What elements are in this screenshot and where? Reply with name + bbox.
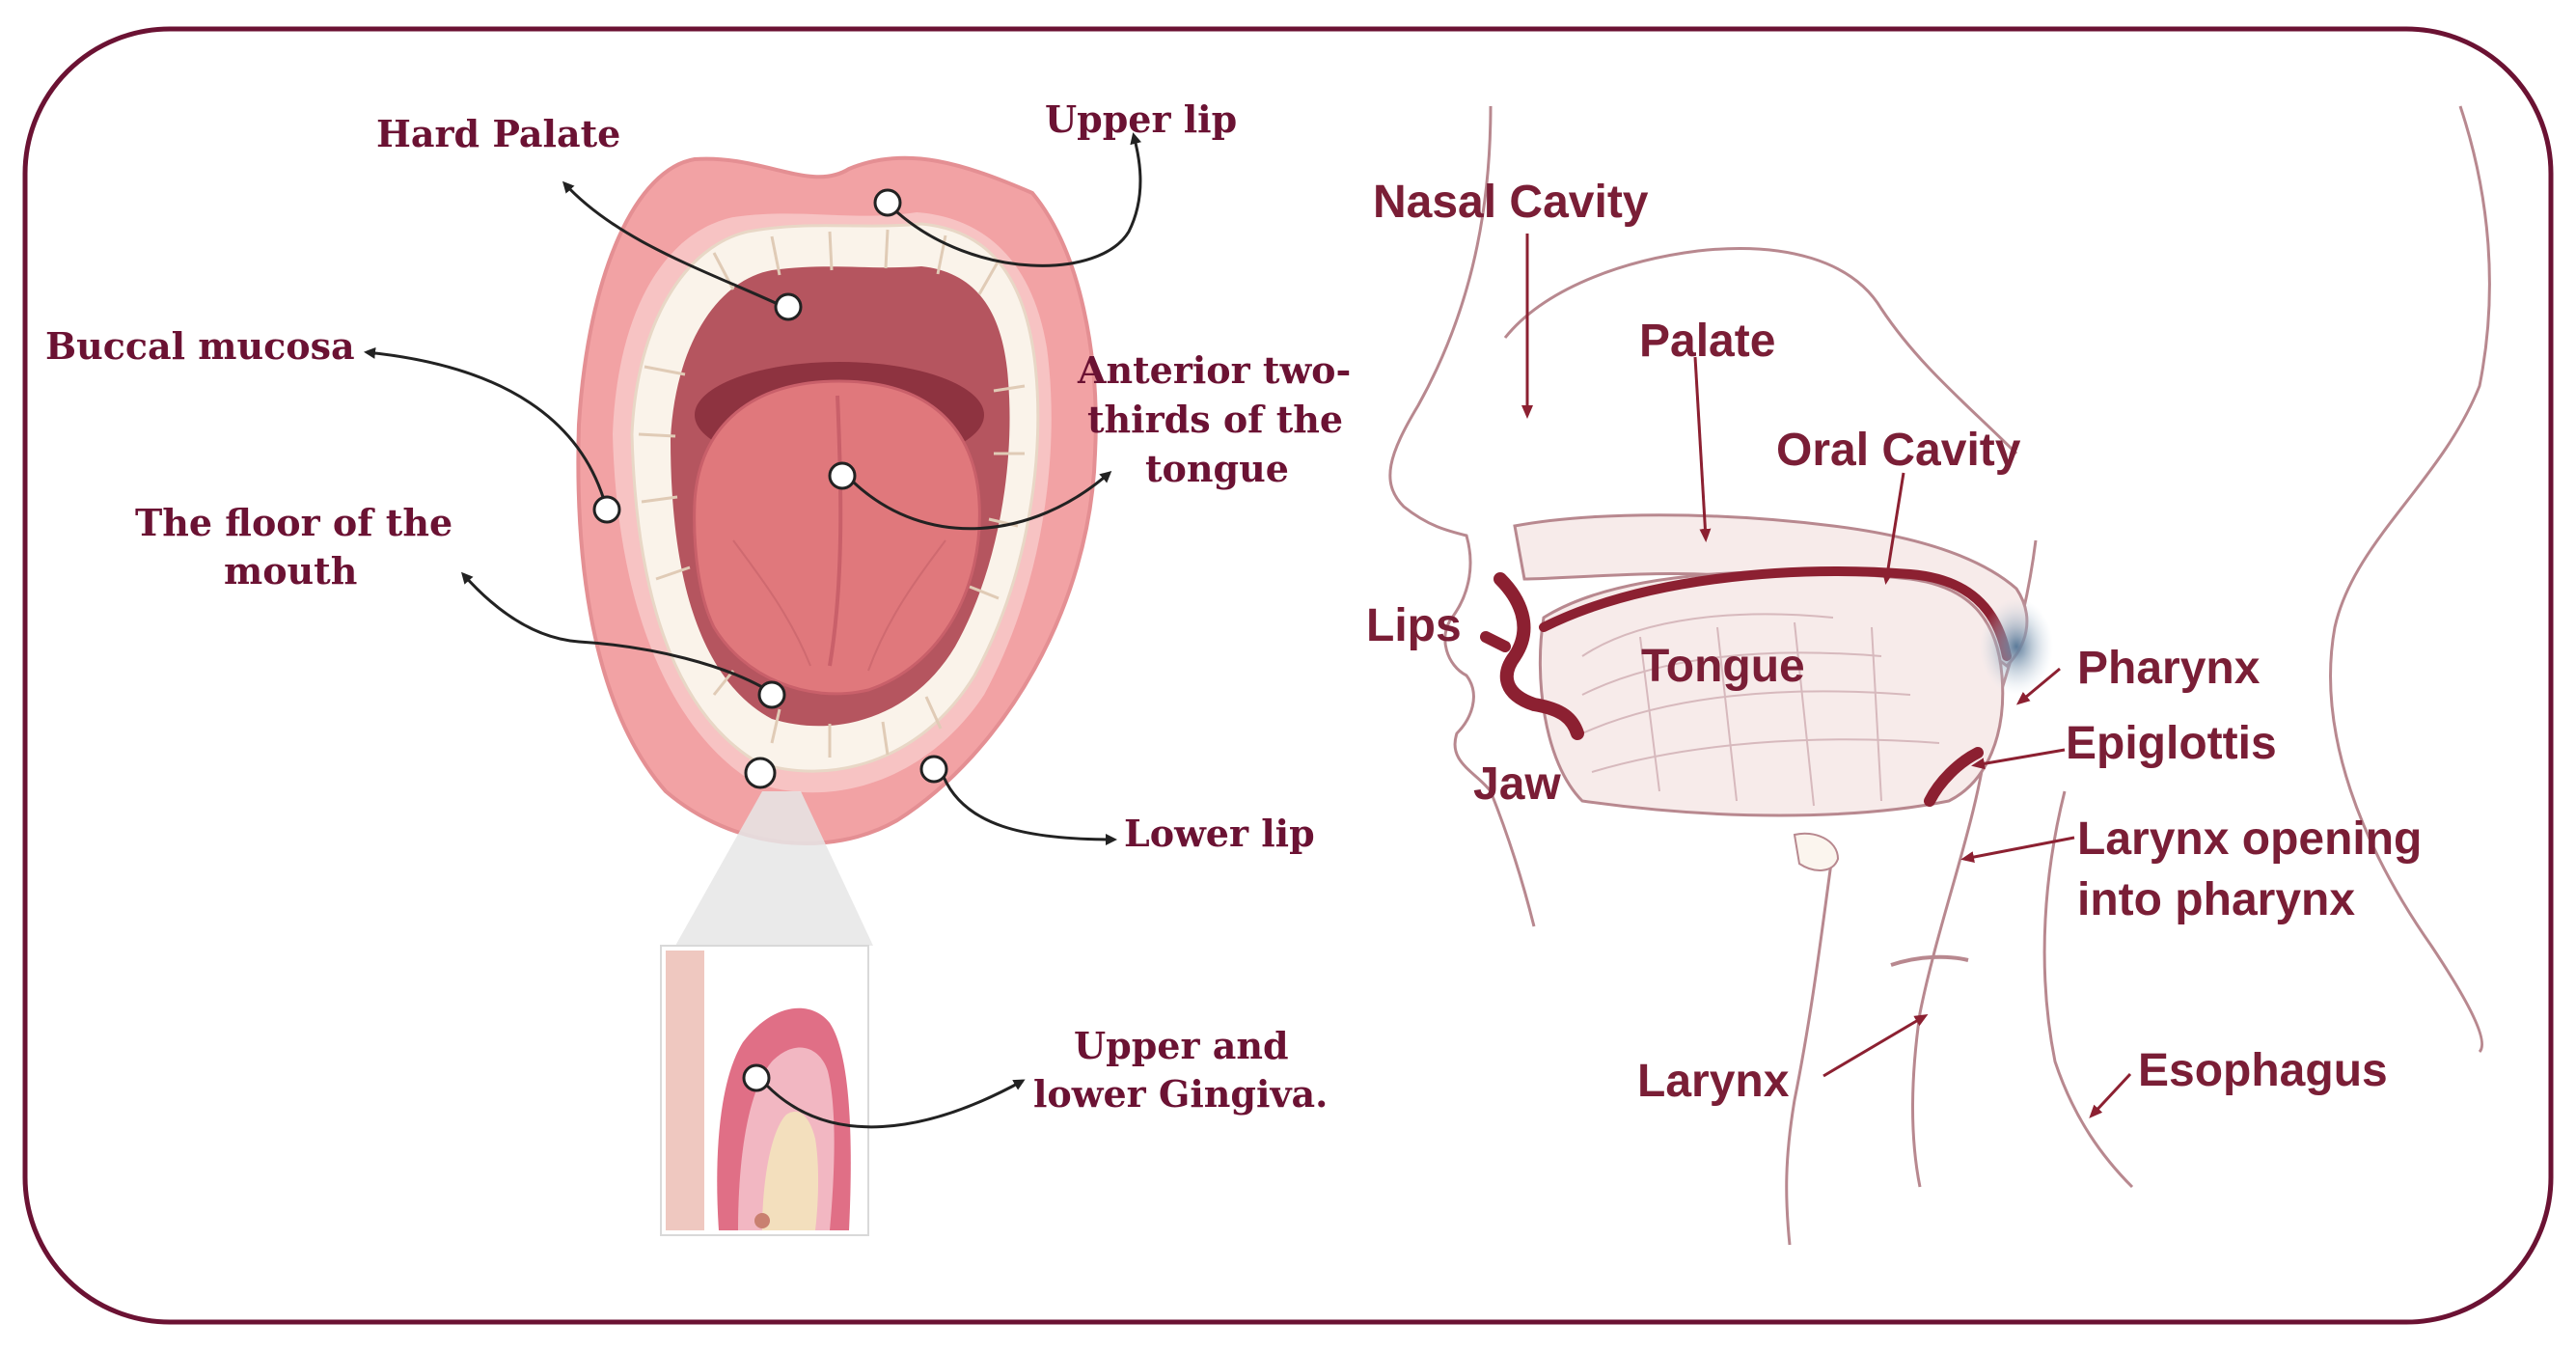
- arrow-palate: [1693, 356, 1712, 542]
- label-nasal-cavity: Nasal Cavity: [1373, 177, 1649, 228]
- section-tongue: [1538, 570, 2005, 817]
- label-pharynx: Pharynx: [2077, 643, 2261, 694]
- label-floor-2: mouth: [224, 549, 357, 593]
- label-gingiva-2: lower Gingiva.: [1033, 1072, 1328, 1116]
- lower-lip-marker: [919, 755, 948, 784]
- buccal-mucosa-arrow: [364, 346, 605, 498]
- upper-lip-marker: [873, 188, 902, 217]
- tongue-arrow: [852, 471, 1112, 531]
- arrow-esophagus: [2089, 1072, 2132, 1118]
- tongue-shape: [693, 379, 981, 696]
- label-palate: Palate: [1639, 316, 1775, 367]
- face-profile: [1388, 105, 1536, 927]
- label-jaw: Jaw: [1473, 758, 1561, 810]
- label-tongue: Tongue: [1641, 641, 1805, 692]
- arrow-larynx: [1822, 1013, 1929, 1078]
- lower-lip-arrow: [942, 776, 1117, 845]
- label-oral-cavity: Oral Cavity: [1776, 425, 2021, 476]
- pharynx-spot: [1980, 598, 2053, 695]
- outer-frame: [22, 26, 2554, 1325]
- label-larynx-opening-2: into pharynx: [2077, 874, 2355, 925]
- sagittal-section: [1388, 105, 2491, 1246]
- tongue-marker: [828, 461, 857, 490]
- label-larynx: Larynx: [1637, 1056, 1790, 1107]
- arrow-epiglottis: [1971, 748, 2066, 770]
- gingiva-arrow: [765, 1079, 1026, 1129]
- label-epiglottis: Epiglottis: [2066, 718, 2277, 769]
- label-anterior-tongue-2: thirds of the: [1087, 398, 1343, 441]
- gingiva-marker: [742, 1063, 771, 1092]
- label-larynx-opening-1: Larynx opening: [2077, 813, 2422, 865]
- label-buccal-mucosa: Buccal mucosa: [45, 324, 355, 368]
- label-upper-lip: Upper lip: [1045, 97, 1237, 141]
- arrow-larynx-opening: [1960, 836, 2075, 863]
- lower-gum-marker: [744, 757, 777, 789]
- label-esophagus: Esophagus: [2138, 1045, 2388, 1096]
- floor-arrow: [461, 571, 763, 689]
- label-gingiva-1: Upper and: [1074, 1024, 1289, 1067]
- arrow-pharynx: [2015, 667, 2061, 705]
- hard-palate-arrow: [562, 180, 779, 306]
- label-anterior-tongue-1: Anterior two-: [1077, 348, 1351, 392]
- upper-lip-arrow: [896, 132, 1142, 267]
- mouth-illustration: [576, 155, 1098, 1236]
- label-lower-lip: Lower lip: [1124, 812, 1315, 855]
- label-hard-palate: Hard Palate: [376, 112, 620, 155]
- label-lips: Lips: [1366, 600, 1462, 651]
- buccal-mucosa-marker: [592, 495, 621, 524]
- arrow-oral-cavity: [1881, 472, 1905, 585]
- floor-marker: [757, 680, 786, 709]
- hard-palate-marker: [774, 292, 803, 321]
- label-anterior-tongue-3: tongue: [1145, 447, 1289, 490]
- label-floor-1: The floor of the: [135, 501, 452, 544]
